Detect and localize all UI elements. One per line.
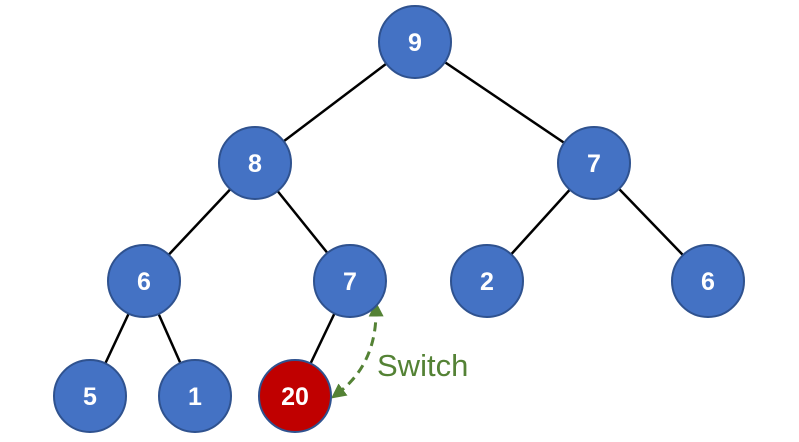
node-label: 5 (83, 383, 97, 411)
node-label: 6 (137, 268, 151, 296)
node-circle (158, 359, 232, 433)
tree-node-n-lll: 5 (53, 359, 127, 433)
node-circle (53, 359, 127, 433)
node-label: 7 (343, 268, 357, 296)
tree-node-n-ll: 6 (107, 244, 181, 318)
tree-node-n-lr: 7 (313, 244, 387, 318)
tree-node-n-llr: 1 (158, 359, 232, 433)
node-label: 6 (701, 268, 715, 296)
switch-arrow (331, 301, 384, 399)
node-label: 8 (248, 150, 262, 178)
node-circle (313, 244, 387, 318)
node-circle (450, 244, 524, 318)
tree-node-n-r: 7 (557, 126, 631, 200)
tree-node-n-root: 9 (378, 5, 452, 79)
node-circle (258, 359, 332, 433)
node-label: 1 (188, 383, 202, 411)
node-label: 7 (587, 150, 601, 178)
nodes-layer: 9 8 7 6 7 2 6 5 1 20 (53, 5, 745, 433)
tree-node-n-rr: 6 (671, 244, 745, 318)
node-circle (378, 5, 452, 79)
node-circle (218, 126, 292, 200)
node-label: 2 (480, 268, 494, 296)
node-label: 9 (408, 29, 422, 57)
edges-layer (88, 40, 709, 397)
node-circle (557, 126, 631, 200)
tree-node-n-rl: 2 (450, 244, 524, 318)
node-label: 20 (281, 383, 309, 411)
switch-label: Switch (377, 348, 468, 383)
node-circle (671, 244, 745, 318)
tree-node-n-lrl: 20 (258, 359, 332, 433)
node-circle (107, 244, 181, 318)
tree-node-n-l: 8 (218, 126, 292, 200)
